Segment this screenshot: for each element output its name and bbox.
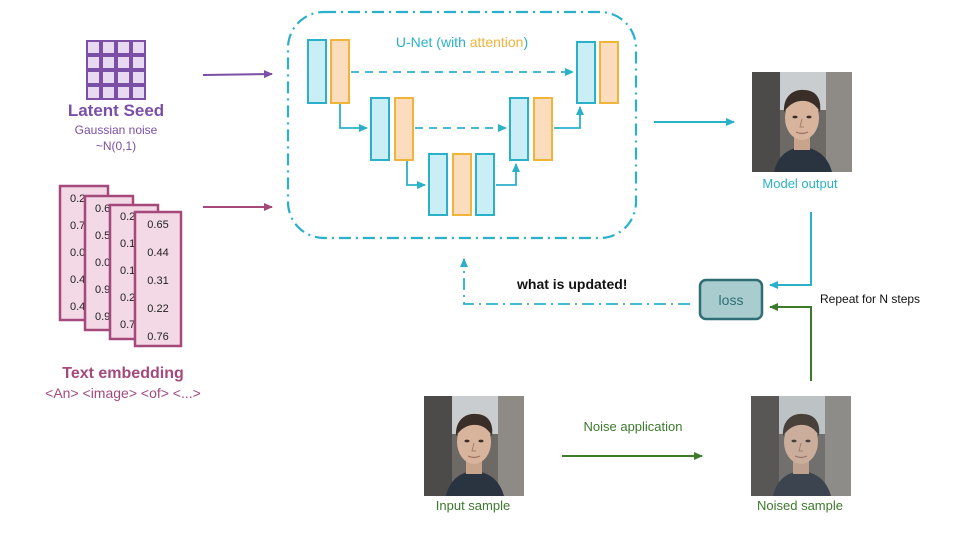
decoder-block-1 xyxy=(576,41,596,104)
input-sample-label: Input sample xyxy=(436,498,510,513)
unet-dashed-boundary xyxy=(286,10,638,240)
grid-cell xyxy=(103,42,114,53)
embedding-value: 0.9 xyxy=(95,311,110,323)
loss-box xyxy=(698,278,764,321)
embedding-value: 0.65 xyxy=(147,219,168,231)
grid-cell xyxy=(88,72,99,83)
model-output-group: Model output xyxy=(751,71,853,289)
input-sample-group: Input sample xyxy=(423,395,525,513)
latent-seed-title: Latent Seed xyxy=(68,101,164,120)
loss-label: loss xyxy=(719,292,744,308)
grid-cell xyxy=(133,87,144,98)
model-output-label: Model output xyxy=(762,176,838,191)
down-arrow-2 xyxy=(406,161,426,189)
embedding-value: 0.2 xyxy=(120,211,135,223)
embedding-value: 0.6 xyxy=(95,203,110,215)
decoder-attention-1 xyxy=(599,41,619,104)
embedding-value: 0.5 xyxy=(95,230,110,242)
latent-seed-group: Latent Seed Gaussian noise ~N(0,1) xyxy=(68,40,273,153)
grid-cell xyxy=(118,57,129,68)
down-arrow-1 xyxy=(339,104,368,132)
text-embedding-cards: 0.20.70.00.40.4 0.60.50.00.90.9 0.20.10.… xyxy=(45,184,273,401)
input-sample-photo xyxy=(423,395,525,497)
embedding-card-front: 0.65 0.44 0.31 0.22 0.76 xyxy=(133,210,183,348)
embedding-value: 0.4 xyxy=(70,301,85,313)
embedding-value: 0.9 xyxy=(95,284,110,296)
decoder-block-2 xyxy=(509,97,529,161)
up-arrow-2 xyxy=(554,106,584,129)
noised-sample-photo xyxy=(750,395,852,497)
embedding-value: 0.4 xyxy=(70,274,85,286)
embedding-value: 0.76 xyxy=(147,331,168,343)
grid-cell xyxy=(88,87,99,98)
grid-icon xyxy=(86,40,146,100)
grid-cell xyxy=(133,57,144,68)
grid-cell xyxy=(103,87,114,98)
attention-block-1 xyxy=(330,39,350,104)
noise-application-label: Noise application xyxy=(583,419,682,434)
embedding-value: 0.7 xyxy=(70,220,85,232)
embedding-value: 0.7 xyxy=(120,319,135,331)
grid-cell xyxy=(103,72,114,83)
text-embedding-title: Text embedding xyxy=(62,365,184,382)
grid-cell xyxy=(118,42,129,53)
embedding-value: 0.2 xyxy=(120,292,135,304)
unet-label: U-Net (with attention) xyxy=(396,34,528,50)
embedding-value: 0.1 xyxy=(120,265,135,277)
encoder-block-2 xyxy=(370,97,390,161)
latent-seed-subtitle: Gaussian noise xyxy=(75,123,158,137)
text-embedding-tokens: <An> <image> <of> <...> xyxy=(45,385,201,401)
embedding-value: 0.2 xyxy=(70,193,85,205)
what-is-updated-label: what is updated! xyxy=(516,276,627,292)
embedding-value: 0.31 xyxy=(147,275,168,287)
embedding-value: 0.44 xyxy=(147,247,168,259)
repeat-label: Repeat for N steps xyxy=(820,292,920,306)
embedding-value: 0.1 xyxy=(120,238,135,250)
embedding-value: 0.22 xyxy=(147,303,168,315)
up-arrow-1 xyxy=(496,163,520,186)
model-output-photo xyxy=(751,71,853,173)
attention-block-2 xyxy=(394,97,414,161)
noised-sample-group: Noised sample xyxy=(750,395,852,513)
unet-group: U-Net (with attention) xyxy=(286,10,735,240)
bottleneck-attention xyxy=(452,153,472,216)
encoder-block-1 xyxy=(307,39,327,104)
noised-to-loss-arrow xyxy=(769,303,812,381)
grid-cell xyxy=(88,42,99,53)
decoder-attention-2 xyxy=(533,97,553,161)
grid-cell xyxy=(118,72,129,83)
bottleneck-block-2 xyxy=(475,153,495,216)
bottleneck-block-1 xyxy=(428,153,448,216)
latent-to-unet-arrow xyxy=(202,70,273,79)
grid-cell xyxy=(133,72,144,83)
grid-cell xyxy=(103,57,114,68)
feedback-to-unet-arrow xyxy=(460,258,690,305)
loss-node: loss xyxy=(698,278,764,321)
noised-sample-label: Noised sample xyxy=(757,498,843,513)
embedding-value: 0.0 xyxy=(70,247,85,259)
grid-cell xyxy=(133,42,144,53)
latent-seed-formula: ~N(0,1) xyxy=(96,139,136,153)
embedding-value: 0.0 xyxy=(95,257,110,269)
grid-cell xyxy=(88,57,99,68)
grid-cell xyxy=(118,87,129,98)
output-to-loss-arrow xyxy=(769,212,812,289)
